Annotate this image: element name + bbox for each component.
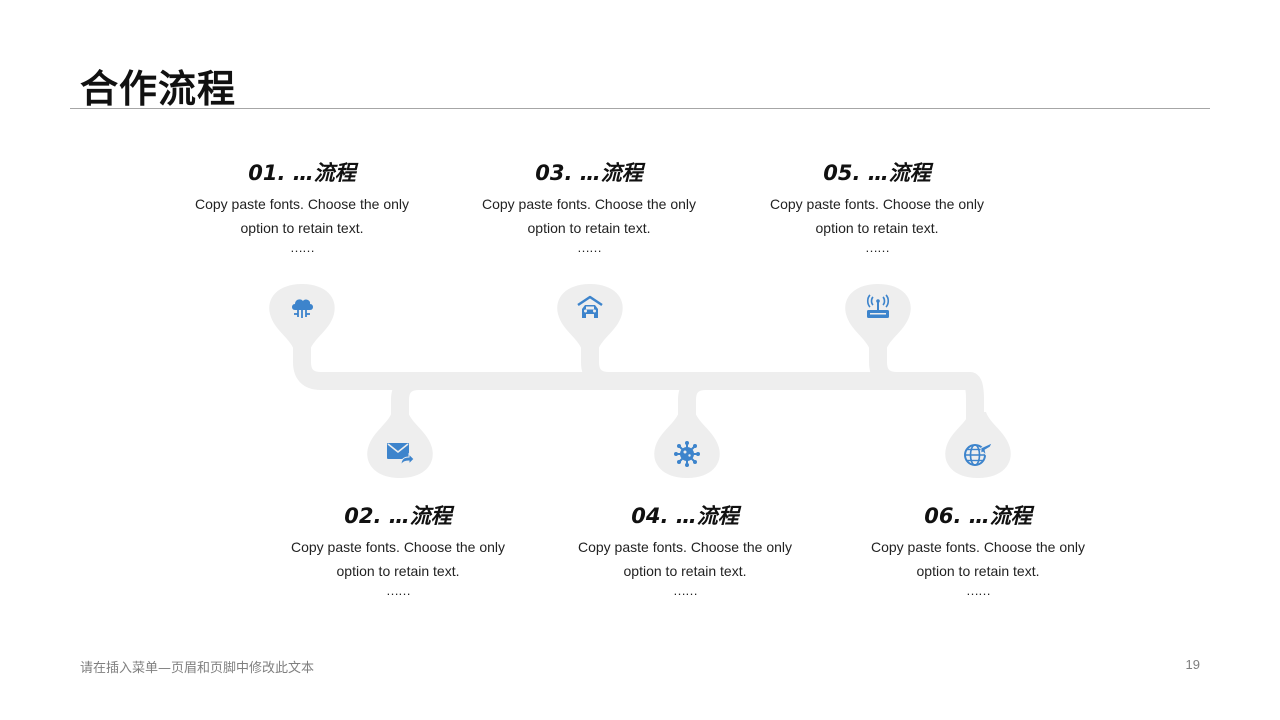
page-title: 合作流程 — [80, 67, 237, 111]
step-04: 04. …流程 Copy paste fonts. Choose the onl… — [555, 501, 815, 599]
step-description: Copy paste fonts. Choose the only option… — [848, 535, 1108, 583]
step-ellipsis: …… — [966, 583, 991, 598]
step-description-line-1: Copy paste fonts. Choose the only — [194, 196, 410, 212]
step-description: Copy paste fonts. Choose the only option… — [172, 192, 432, 240]
step-ellipsis: …… — [577, 240, 602, 255]
wifi-router-icon — [861, 291, 895, 325]
step-description-line-1: Copy paste fonts. Choose the only — [870, 539, 1086, 555]
step-05: 05. …流程 Copy paste fonts. Choose the onl… — [747, 158, 1007, 256]
virus-icon — [670, 437, 704, 471]
step-title: 02. …流程 — [344, 504, 452, 528]
page-number: 19 — [1185, 657, 1200, 672]
step-description-line-2: option to retain text. — [815, 220, 939, 236]
step-description-line-2: option to retain text. — [527, 220, 651, 236]
step-02: 02. …流程 Copy paste fonts. Choose the onl… — [268, 501, 528, 599]
title-divider — [70, 108, 1210, 109]
step-ellipsis: …… — [865, 240, 890, 255]
step-title: 06. …流程 — [924, 504, 1032, 528]
node-bubble-03 — [557, 284, 623, 350]
step-description: Copy paste fonts. Choose the only option… — [747, 192, 1007, 240]
globe-plane-icon — [961, 437, 995, 471]
step-ellipsis: …… — [673, 583, 698, 598]
step-ellipsis: …… — [290, 240, 315, 255]
step-description-line-2: option to retain text. — [916, 563, 1040, 579]
mail-forward-icon — [383, 436, 417, 470]
step-06: 06. …流程 Copy paste fonts. Choose the onl… — [848, 501, 1108, 599]
footer-text: 请在插入菜单—页眉和页脚中修改此文本 — [80, 661, 315, 676]
step-description-line-1: Copy paste fonts. Choose the only — [769, 196, 985, 212]
step-title: 01. …流程 — [248, 161, 356, 185]
step-description-line-2: option to retain text. — [336, 563, 460, 579]
step-description-line-2: option to retain text. — [240, 220, 364, 236]
car-garage-icon — [573, 291, 607, 325]
flow-track — [293, 321, 984, 444]
step-title: 04. …流程 — [631, 504, 739, 528]
step-01: 01. …流程 Copy paste fonts. Choose the onl… — [172, 158, 432, 256]
step-title: 05. …流程 — [823, 161, 931, 185]
step-description-line-1: Copy paste fonts. Choose the only — [481, 196, 697, 212]
step-description-line-1: Copy paste fonts. Choose the only — [290, 539, 506, 555]
step-description-line-2: option to retain text. — [623, 563, 747, 579]
step-ellipsis: …… — [386, 583, 411, 598]
step-03: 03. …流程 Copy paste fonts. Choose the onl… — [459, 158, 719, 256]
step-description: Copy paste fonts. Choose the only option… — [268, 535, 528, 583]
step-description: Copy paste fonts. Choose the only option… — [459, 192, 719, 240]
step-description-line-1: Copy paste fonts. Choose the only — [577, 539, 793, 555]
step-description: Copy paste fonts. Choose the only option… — [555, 535, 815, 583]
step-title: 03. …流程 — [535, 161, 643, 185]
cloud-network-icon — [285, 291, 319, 325]
